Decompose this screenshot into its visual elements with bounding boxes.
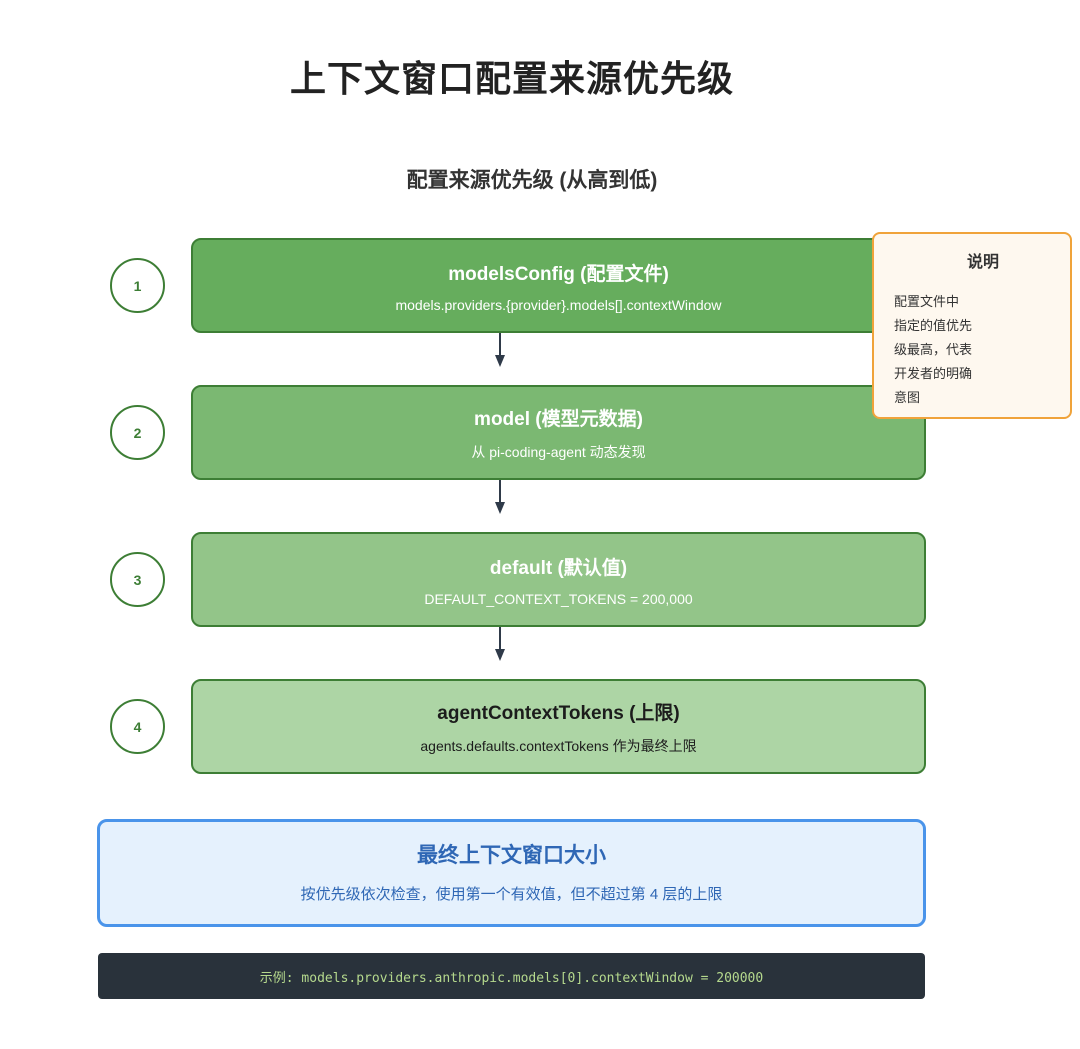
final-result-description: 按优先级依次检查，使用第一个有效值，但不超过第 4 层的上限 xyxy=(300,885,723,903)
note-line: 级最高，代表 xyxy=(894,342,973,357)
final-result-box: 最终上下文窗口大小 按优先级依次检查，使用第一个有效值，但不超过第 4 层的上限 xyxy=(97,819,926,927)
priority-box-detail: DEFAULT_CONTEXT_TOKENS = 200,000 xyxy=(424,590,693,607)
priority-badge-1: 1 xyxy=(110,258,165,313)
priority-box-title: default (默认值) xyxy=(489,557,628,579)
diagram-subtitle: 配置来源优先级 (从高到低) xyxy=(406,169,658,192)
final-result-title: 最终上下文窗口大小 xyxy=(417,843,606,867)
note-line: 配置文件中 xyxy=(894,294,960,309)
diagram-title: 上下文窗口配置来源优先级 xyxy=(289,58,734,99)
priority-box-model: model (模型元数据) 从 pi-coding-agent 动态发现 xyxy=(191,385,926,480)
priority-box-title: modelsConfig (配置文件) xyxy=(448,263,669,285)
note-line: 开发者的明确 xyxy=(894,366,973,381)
arrow-down-icon xyxy=(495,627,505,663)
priority-badge-2: 2 xyxy=(110,405,165,460)
priority-box-title: agentContextTokens (上限) xyxy=(437,702,680,724)
note-title: 说明 xyxy=(966,254,999,271)
priority-box-title: model (模型元数据) xyxy=(474,408,643,430)
priority-box-default: default (默认值) DEFAULT_CONTEXT_TOKENS = 2… xyxy=(191,532,926,627)
priority-box-detail: agents.defaults.contextTokens 作为最终上限 xyxy=(420,737,697,754)
note-line: 意图 xyxy=(894,390,921,405)
priority-box-models-config: modelsConfig (配置文件) models.providers.{pr… xyxy=(191,238,926,333)
explanation-note: 说明 配置文件中 指定的值优先 级最高，代表 开发者的明确 意图 xyxy=(872,232,1072,419)
priority-badge-4: 4 xyxy=(110,699,165,754)
priority-box-detail: 从 pi-coding-agent 动态发现 xyxy=(471,443,646,460)
priority-box-detail: models.providers.{provider}.models[].con… xyxy=(395,296,722,313)
priority-box-agent-context-tokens: agentContextTokens (上限) agents.defaults.… xyxy=(191,679,926,774)
priority-badge-3: 3 xyxy=(110,552,165,607)
arrow-down-icon xyxy=(495,480,505,516)
arrow-down-icon xyxy=(495,333,505,369)
note-line: 指定的值优先 xyxy=(894,318,973,333)
code-example: 示例: models.providers.anthropic.models[0]… xyxy=(98,953,925,999)
